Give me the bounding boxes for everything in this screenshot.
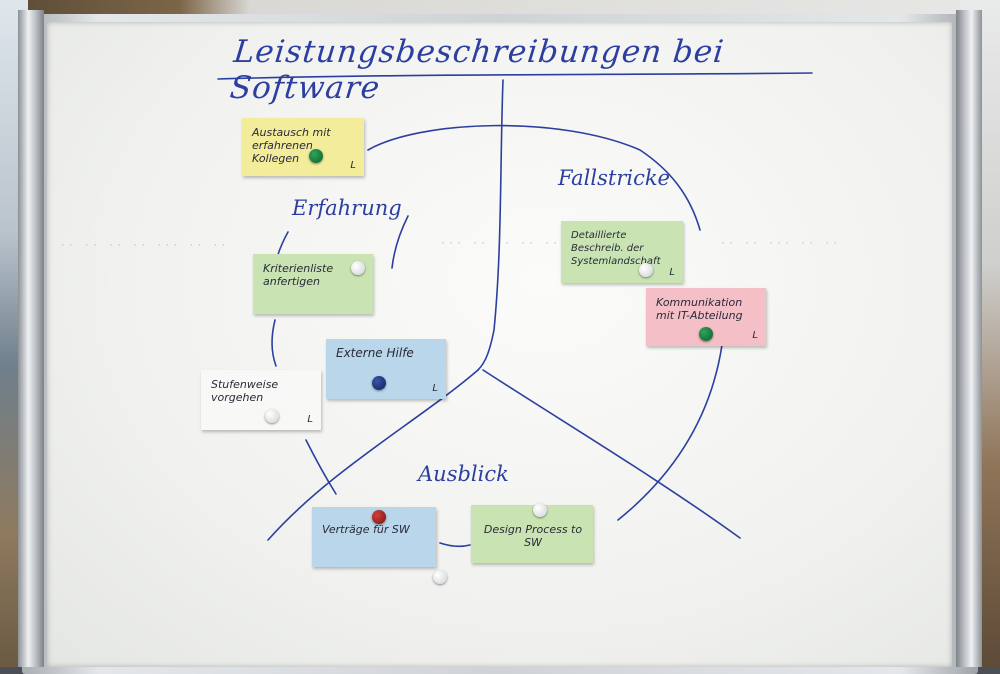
white-magnet[interactable] <box>351 261 365 275</box>
green-magnet[interactable] <box>309 149 323 163</box>
section-label-fallstricke: Fallstricke <box>558 166 670 190</box>
ghost-residue-right: ·· ·· ··· ·· ·· <box>720 238 841 249</box>
sticky-note-externe-hilfe[interactable]: Externe Hilfe L <box>326 339 446 399</box>
sticky-note-text: Verträge für SW <box>322 523 410 536</box>
sticky-note-text: Austausch mit erfahrenen Kollegen <box>252 126 331 165</box>
navy-magnet[interactable] <box>372 376 386 390</box>
section-label-ausblick: Ausblick <box>418 462 509 486</box>
ghost-residue-left: ·· ·· ·· ·· ··· ·· ·· <box>60 240 229 251</box>
green-magnet[interactable] <box>699 327 713 341</box>
sticky-note-text: Kriterienliste anfertigen <box>263 262 334 288</box>
sticky-note-text: Kommunikation mit IT-Abteilung <box>656 296 743 322</box>
ghost-residue-middle: ··· ·· ·· ·· ··· ··· ·· <box>440 238 625 249</box>
white-magnet[interactable] <box>639 263 653 277</box>
sticky-note-text: Stufenweise vorgehen <box>211 378 279 404</box>
sticky-note-mark: L <box>307 414 313 425</box>
section-label-erfahrung: Erfahrung <box>292 196 402 220</box>
white-magnet[interactable] <box>433 570 447 584</box>
sticky-note-design-process[interactable]: Design Process to SW <box>471 505 593 563</box>
sticky-note-text: Detaillierte Beschreib. der Systemlandsc… <box>571 230 661 267</box>
board-title: Leistungsbeschreibungen bei Software <box>228 34 727 106</box>
red-magnet[interactable] <box>372 510 386 524</box>
sticky-note-austausch[interactable]: Austausch mit erfahrenen Kollegen L <box>242 118 364 176</box>
white-magnet[interactable] <box>533 503 547 517</box>
sticky-note-mark: L <box>669 267 675 278</box>
white-magnet[interactable] <box>265 409 279 423</box>
sticky-note-mark: L <box>752 330 758 341</box>
sticky-note-stufenweise[interactable]: Stufenweise vorgehen L <box>201 370 321 430</box>
sticky-note-mark: L <box>432 383 438 394</box>
sticky-note-text: Design Process to SW <box>483 523 583 549</box>
sticky-note-detaillierte-beschreibung[interactable]: Detaillierte Beschreib. der Systemlandsc… <box>561 221 683 283</box>
whiteboard-post-right <box>956 10 982 667</box>
sticky-note-mark: L <box>350 160 356 171</box>
sticky-note-text: Externe Hilfe <box>336 346 414 360</box>
whiteboard-post-left <box>18 10 44 667</box>
